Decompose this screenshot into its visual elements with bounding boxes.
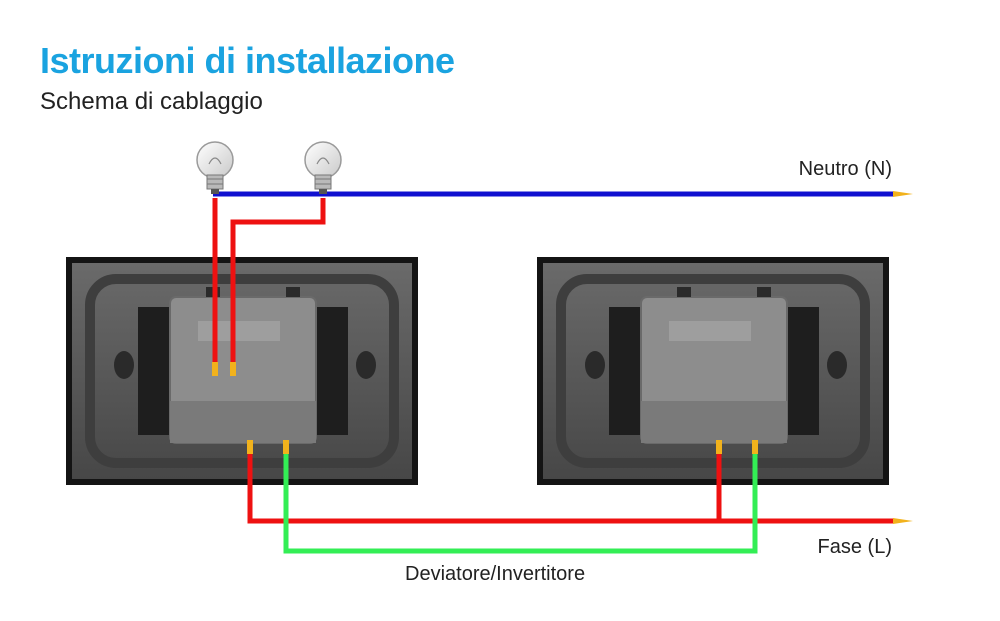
terminal-tip	[230, 362, 236, 376]
page-subtitle: Schema di cablaggio	[40, 88, 263, 115]
phase-wire-tip	[893, 518, 913, 524]
phase-wire	[247, 450, 893, 524]
terminal-tip	[716, 440, 722, 454]
terminal-tip	[247, 440, 253, 454]
lamp-2-wire	[230, 198, 326, 372]
light-bulb-icon	[196, 141, 234, 195]
terminal-tip	[283, 440, 289, 454]
right-switch	[537, 257, 889, 485]
terminal-tip	[752, 440, 758, 454]
phase-label: Fase (L)	[817, 536, 892, 558]
neutral-wire-tip	[893, 191, 913, 197]
traveler-wire	[283, 450, 758, 554]
page-title: Istruzioni di installazione	[40, 40, 455, 81]
light-bulb-icon	[304, 141, 342, 195]
terminal-tip	[212, 362, 218, 376]
deviator-label: Deviatore/Invertitore	[405, 563, 586, 585]
left-switch	[66, 257, 418, 485]
neutral-label: Neutro (N)	[798, 158, 892, 180]
